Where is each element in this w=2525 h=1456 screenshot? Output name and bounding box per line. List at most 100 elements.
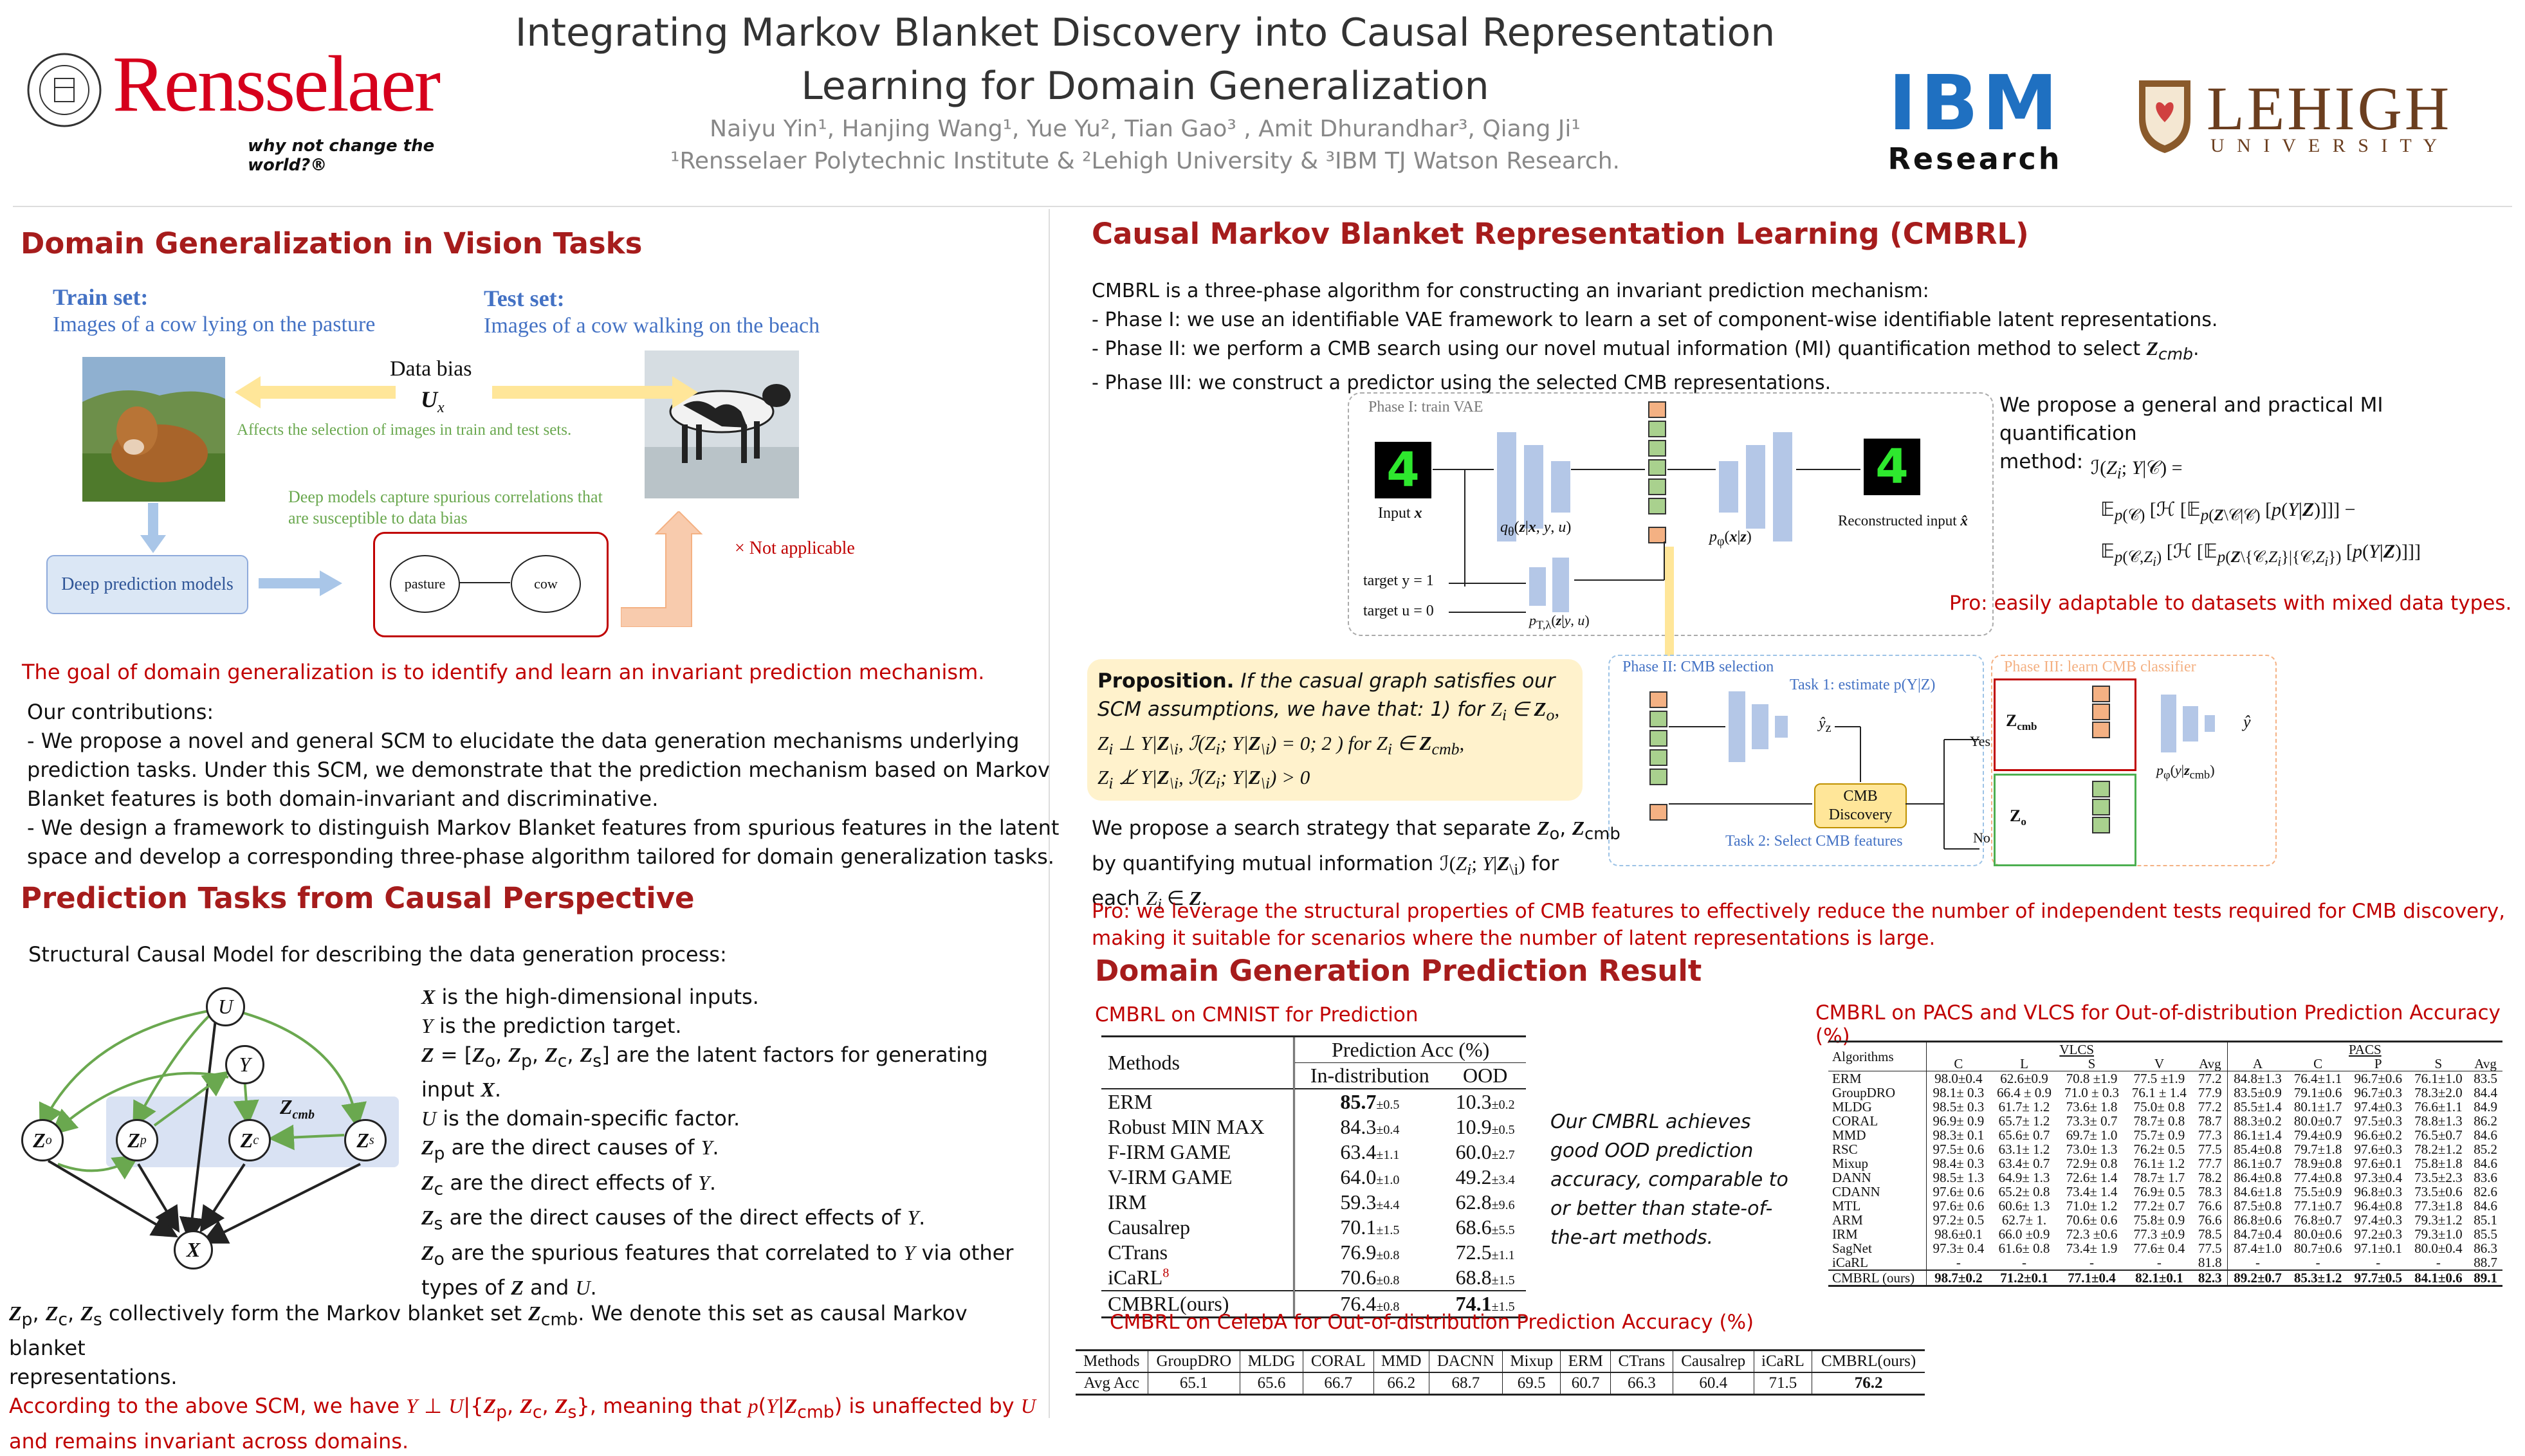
phase3-classifier-icon (2161, 695, 2215, 752)
celeba-cell: 68.7 (1428, 1372, 1503, 1394)
pv-row: iCaRL----81.8----88.7 (1828, 1255, 2502, 1270)
pv-header-row-1: Algorithms VLCS PACS (1828, 1042, 2502, 1071)
phase1-panel: Phase I: train VAE 4 Input x qθ(z|x, y, … (1348, 392, 1994, 636)
pv-cell: 76.8±0.7 (2293, 1212, 2342, 1228)
def-text: is the prediction target. (432, 1014, 682, 1038)
mi-line-2: method: (1999, 450, 2084, 473)
cmnist-error: ±5.5 (1491, 1223, 1515, 1237)
celeba-cell: 71.5 (1753, 1372, 1812, 1394)
conc-text: is unaffected by (842, 1394, 1021, 1419)
encoder-icon (1497, 432, 1570, 541)
latent-z-box (2092, 722, 2110, 738)
cmnist-title: CMBRL on CMNIST for Prediction (1095, 1003, 1419, 1026)
pv-cell: 85.5±1.4 (2227, 1100, 2288, 1114)
pv-col-header: C (2288, 1057, 2348, 1071)
pv-cell: 73.4± 1.9 (2066, 1241, 2118, 1256)
decoder-p-label: pφ(x|z) (1709, 529, 1752, 549)
cmnist-error: ±0.4 (1376, 1123, 1400, 1137)
cmnist-method: IRM (1101, 1190, 1296, 1215)
test-set-label: Test set: (484, 286, 565, 311)
pv-cell: 77.3 ±0.9 (2133, 1226, 2185, 1242)
pv-cell: 75.8± 0.9 (2133, 1212, 2185, 1228)
def-u: U is the domain-specific factor. (421, 1106, 740, 1131)
pv-cell: 77.4±0.8 (2293, 1170, 2342, 1185)
input-text: Input (1378, 505, 1415, 522)
cmnist-pred-header: Prediction Acc (%) (1294, 1037, 1526, 1063)
pro2-line-1: Pro: we leverage the structural properti… (1092, 900, 2506, 923)
latent-z-box (1649, 730, 1667, 747)
cmbrl-intro: CMBRL is a three-phase algorithm for con… (1092, 277, 2217, 397)
cmnist-cell: 49.2±3.4 (1444, 1165, 1526, 1190)
mb-text: . We denote this set as causal Markov bl… (9, 1301, 968, 1361)
section-title-results: Domain Generation Prediction Result (1095, 954, 1702, 988)
pv-algorithm: RSC (1832, 1142, 1858, 1157)
pv-cell: 73.5±2.3 (2414, 1170, 2463, 1185)
cmnist-error: ±0.8 (1376, 1273, 1400, 1288)
deep-models-note-1: Deep models capture spurious correlation… (288, 487, 603, 506)
cmnist-error: ±2.7 (1491, 1148, 1515, 1162)
recon-label: Reconstructed input x̂ (1838, 513, 1968, 529)
def-text: are the latent factors for generating (609, 1042, 988, 1067)
celeba-cell: Avg Acc (1083, 1374, 1139, 1392)
scm-node-u: U (206, 987, 245, 1026)
pv-cell: 97.2± 0.5 (1925, 1213, 1990, 1227)
pv-cell: 85.5 (2474, 1226, 2497, 1242)
def-text: are the direct causes of the direct effe… (443, 1205, 908, 1230)
pv-cell: 89.2±0.7 (2227, 1270, 2288, 1285)
celeba-header: ERM (1560, 1351, 1611, 1373)
pv-cell: 80.7±0.6 (2293, 1241, 2342, 1256)
celeba-cell: 65.1 (1147, 1372, 1240, 1394)
zo-letter: Z (33, 1128, 46, 1152)
pv-algorithm: CMBRL (ours) (1832, 1270, 1915, 1286)
mi-formula-line-1: ℐ(Zi; Y|𝒞) = (2091, 457, 2183, 482)
cow-node: cow (511, 555, 581, 613)
cmnist-in-dist-header: In-distribution (1294, 1062, 1445, 1089)
pv-algorithm: ARM (1832, 1212, 1863, 1228)
pv-algorithm: MMD (1832, 1127, 1866, 1143)
yes-label: Yes (1970, 733, 1991, 749)
pv-cell: 78.7± 0.8 (2133, 1113, 2185, 1129)
latent-z-box (1649, 804, 1667, 821)
phase-2-text: - Phase II: we perform a CMB search usin… (1092, 338, 2147, 360)
proposition-box: Proposition. If the casual graph satisfi… (1087, 659, 1583, 801)
pv-cell: 97.6± 0.6 (1925, 1185, 1990, 1199)
pv-cell: 77.3 (2198, 1127, 2222, 1143)
latent-z-box (1648, 478, 1666, 495)
pro-mixed-types: Pro: easily adaptable to datasets with m… (1949, 592, 2512, 615)
cmnist-value: 62.8 (1455, 1190, 1492, 1214)
pv-cell: 80.1±1.7 (2293, 1099, 2342, 1115)
def-zc: Zc are the direct effects of Y. (421, 1170, 717, 1199)
section-title-cmbrl: Causal Markov Blanket Representation Lea… (1092, 217, 2029, 251)
celeba-cell: 76.2 (1812, 1372, 1925, 1394)
cmnist-value: 68.6 (1455, 1215, 1492, 1239)
pacs-vlcs-title: CMBRL on PACS and VLCS for Out-of-distri… (1815, 1001, 2501, 1048)
cmnist-value: 49.2 (1455, 1165, 1492, 1188)
pv-cell: 76.4±1.1 (2293, 1071, 2342, 1086)
pv-cell: 97.2±0.3 (2354, 1226, 2403, 1242)
pv-cell: 84.6 (2474, 1198, 2497, 1214)
celeba-header: DACNN (1428, 1351, 1503, 1373)
cmnist-cell: 10.9±0.5 (1444, 1115, 1526, 1140)
task1-label: Task 1: estimate p(Y|Z) (1790, 677, 1936, 693)
cmnist-cell: 85.7±0.5 (1294, 1089, 1444, 1115)
spurious-graph-box (373, 532, 609, 637)
pv-cell: 77.9 (2198, 1085, 2222, 1100)
zo-box: Zo (1994, 774, 2136, 866)
cmbrl-intro-line: CMBRL is a three-phase algorithm for con… (1092, 280, 1929, 302)
cmnist-error: ±4.4 (1376, 1198, 1400, 1212)
def-zs: Zs are the direct causes of the direct e… (421, 1205, 926, 1234)
pv-cell: 75.5±0.9 (2293, 1184, 2342, 1199)
pv-cell: 78.8±1.3 (2414, 1113, 2463, 1129)
mb-line-2: representations. (9, 1365, 178, 1390)
celeba-title: CMBRL on CelebA for Out-of-distribution … (1110, 1311, 1754, 1334)
column-divider (1049, 209, 1050, 1418)
cmnist-value: 76.4 (1340, 1292, 1377, 1315)
pv-cell: 88.7 (2474, 1255, 2497, 1270)
cmnist-cell: 59.3±4.4 (1294, 1190, 1444, 1215)
